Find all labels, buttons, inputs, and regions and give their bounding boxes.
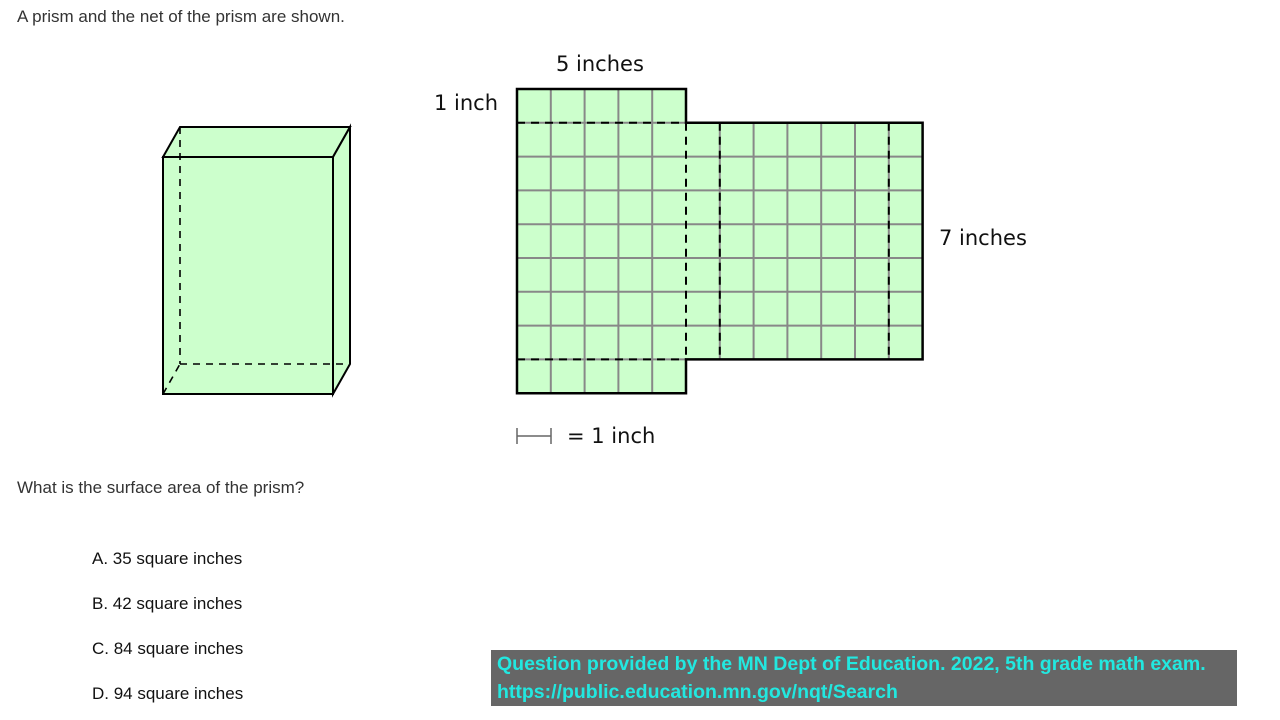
net-right-strip <box>686 122 923 360</box>
scale-key-label: = 1 inch <box>567 424 656 448</box>
credit-line-1: Question provided by the MN Dept of Educ… <box>497 653 1206 675</box>
credit-line-2[interactable]: https://public.education.mn.gov/nqt/Sear… <box>497 681 898 703</box>
option-a[interactable]: A. 35 square inches <box>92 549 243 568</box>
option-c[interactable]: C. 84 square inches <box>92 639 244 658</box>
net-outline <box>515 87 924 395</box>
prism-3d <box>161 123 352 398</box>
prism-net <box>515 87 924 395</box>
net-left-strip <box>517 89 686 394</box>
net-label-top: 5 inches <box>556 52 644 76</box>
credit-banner: Question provided by the MN Dept of Educ… <box>491 650 1237 706</box>
option-b[interactable]: B. 42 square inches <box>92 594 243 613</box>
option-d[interactable]: D. 94 square inches <box>92 684 244 703</box>
question-text: What is the surface area of the prism? <box>17 478 305 497</box>
net-label-left: 1 inch <box>434 91 499 115</box>
net-label-right: 7 inches <box>939 226 1027 250</box>
scale-key-icon <box>516 428 552 444</box>
intro-text: A prism and the net of the prism are sho… <box>17 7 345 26</box>
